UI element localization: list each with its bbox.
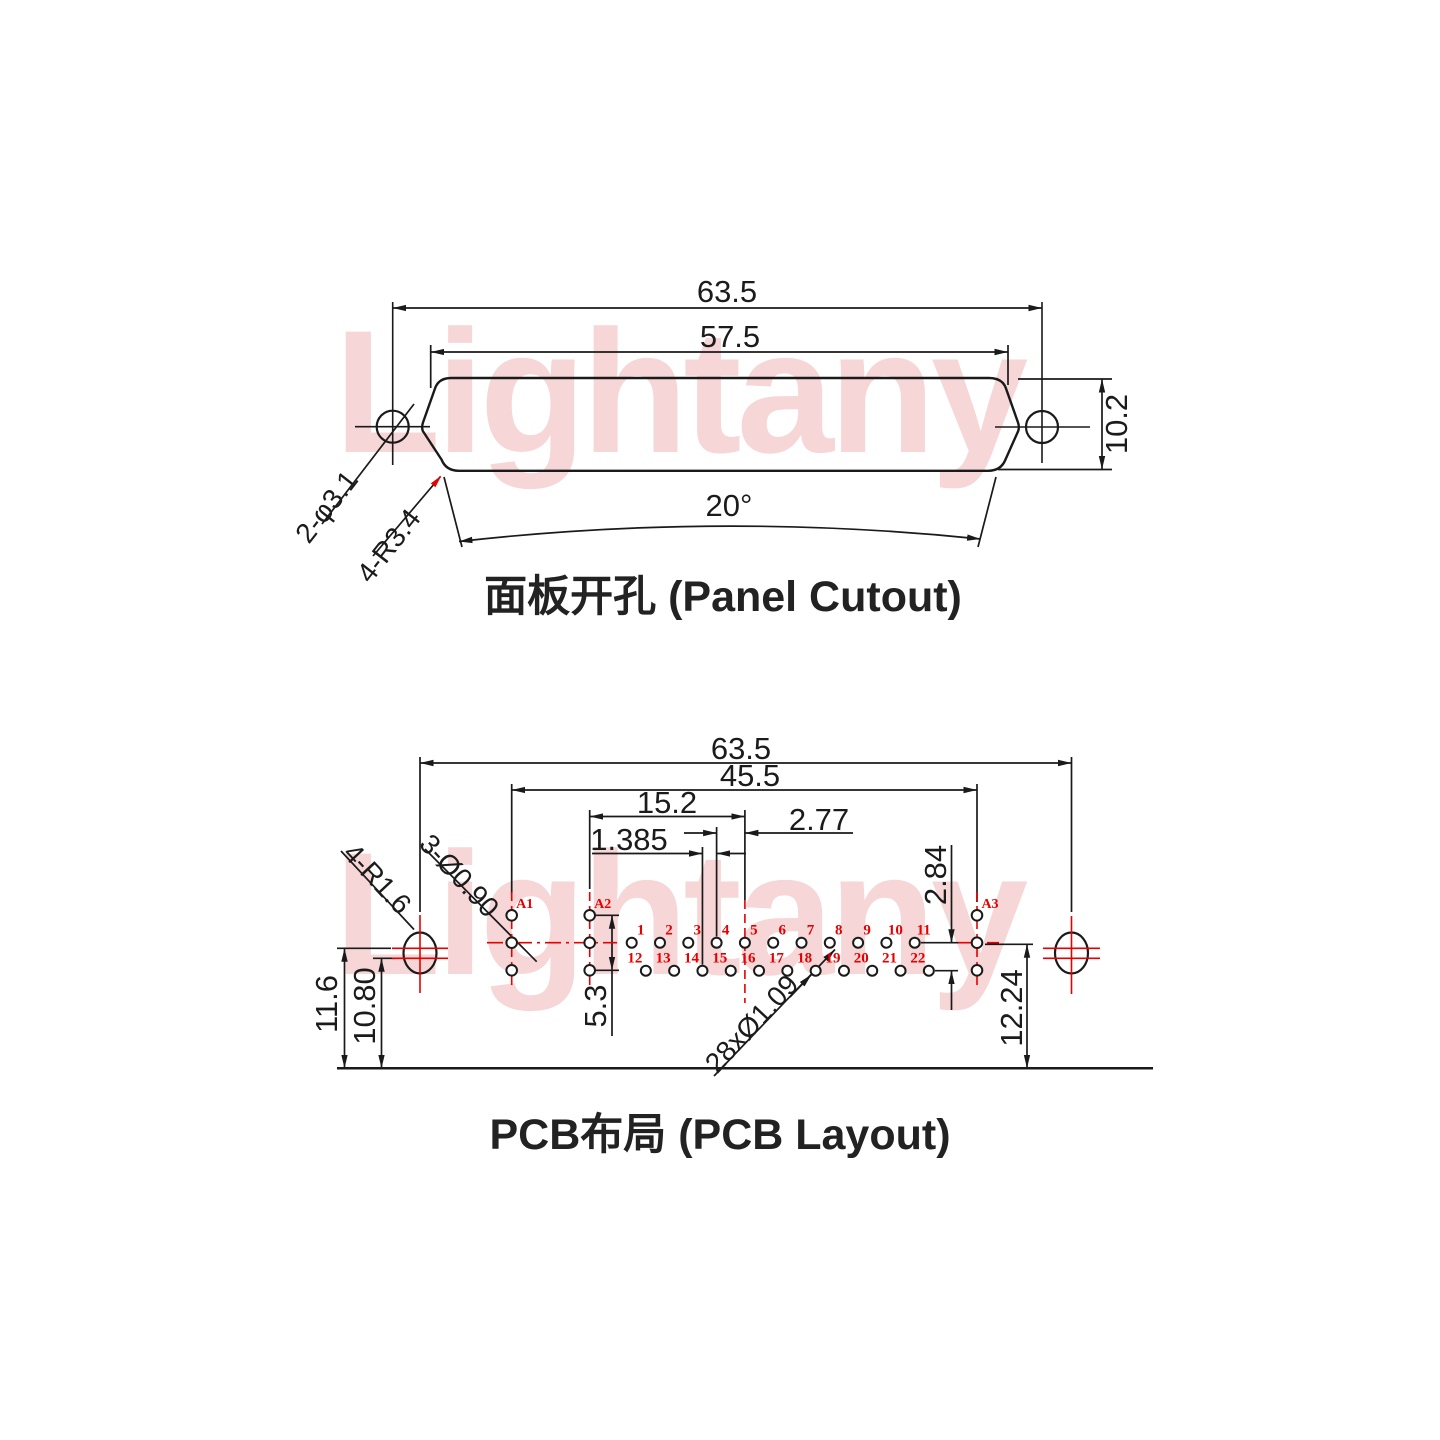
pin-hole bbox=[970, 936, 984, 950]
panel-cutout-outline bbox=[420, 376, 1021, 472]
dim-pcb-height-outer: 11.6 bbox=[309, 974, 344, 1034]
dim-pcb-pin-pitch: 2.77 bbox=[788, 802, 850, 837]
a-label: A1 bbox=[516, 896, 534, 912]
pin-label: 10 bbox=[887, 922, 903, 938]
pin-label: 9 bbox=[863, 922, 871, 938]
pin-label: 7 bbox=[806, 922, 815, 938]
dim-panel-cutout-height: 10.2 bbox=[1099, 393, 1134, 455]
pin-hole bbox=[505, 936, 519, 950]
pin-hole bbox=[866, 964, 879, 977]
pin-label: 15 bbox=[712, 950, 728, 966]
a-label: A2 bbox=[594, 896, 612, 912]
pin-label: 4 bbox=[721, 922, 730, 938]
panel-dimension-lines bbox=[321, 304, 1112, 557]
pin-label: 11 bbox=[916, 922, 931, 938]
pin-hole bbox=[767, 936, 780, 949]
pin-hole bbox=[668, 964, 681, 977]
pin-hole bbox=[710, 936, 723, 949]
pin-hole bbox=[505, 964, 519, 977]
panel-corner-leader-arrow bbox=[430, 475, 442, 488]
pin-hole bbox=[823, 936, 836, 949]
pin-label: 20 bbox=[853, 950, 869, 966]
pin-hole bbox=[781, 964, 794, 977]
pin-hole bbox=[625, 936, 638, 949]
dim-pcb-row-offset: 1.385 bbox=[590, 822, 668, 857]
dim-panel-outer-width: 63.5 bbox=[696, 274, 758, 309]
pin-hole bbox=[922, 964, 935, 977]
pin-hole bbox=[852, 936, 865, 949]
pin-label: 19 bbox=[825, 950, 841, 966]
pin-hole bbox=[753, 964, 766, 977]
pin-label: 8 bbox=[835, 922, 843, 938]
pin-hole bbox=[583, 936, 597, 950]
pin-hole bbox=[696, 964, 709, 977]
pin-hole bbox=[908, 936, 921, 949]
pin-label: 5 bbox=[750, 922, 758, 938]
pin-label: 16 bbox=[740, 950, 756, 966]
pin-hole bbox=[809, 964, 822, 977]
watermark-bottom: Lightany bbox=[334, 817, 1028, 1012]
pin-hole bbox=[795, 936, 808, 949]
dim-pcb-coax-span: 45.5 bbox=[719, 758, 781, 793]
pin-hole bbox=[837, 964, 850, 977]
pin-hole bbox=[894, 964, 907, 977]
dim-panel-taper-angle: 20° bbox=[705, 488, 753, 523]
pin-label: 6 bbox=[778, 922, 786, 938]
dim-pcb-outer-width: 63.5 bbox=[710, 731, 772, 766]
pin-label: 17 bbox=[768, 950, 784, 966]
pcb-extension-lines bbox=[419, 757, 1073, 965]
pin-hole bbox=[505, 909, 519, 922]
dim-pcb-height-inner: 10.80 bbox=[347, 967, 382, 1045]
pin-label: 2 bbox=[665, 922, 673, 938]
pin-hole bbox=[639, 964, 652, 977]
watermark-top: Lightany bbox=[334, 295, 1028, 490]
pin-hole bbox=[970, 964, 984, 977]
panel-crosshairs bbox=[355, 302, 1090, 465]
pin-hole bbox=[583, 964, 597, 977]
pin-label: 12 bbox=[627, 950, 643, 966]
pin-label: 14 bbox=[683, 950, 699, 966]
panel-cutout-title: 面板开孔 (Panel Cutout) bbox=[484, 573, 962, 621]
pcb-dimension-lines bbox=[337, 759, 1072, 1077]
pin-hole bbox=[654, 936, 666, 949]
pin-hole bbox=[970, 909, 984, 922]
pin-hole bbox=[682, 936, 695, 949]
dim-panel-cutout-width: 57.5 bbox=[699, 319, 761, 354]
dim-pcb-row-gap: 2.84 bbox=[918, 844, 953, 906]
pcb-layout-title: PCB布局 (PCB Layout) bbox=[489, 1111, 951, 1159]
pin-hole bbox=[583, 909, 597, 922]
pin-hole bbox=[738, 936, 751, 949]
a-label: A3 bbox=[981, 896, 999, 912]
pin-label: 21 bbox=[882, 950, 898, 966]
pin-label: 1 bbox=[636, 922, 645, 938]
pin-label: 13 bbox=[655, 950, 671, 966]
pin-label: 3 bbox=[693, 922, 702, 938]
dim-pcb-height-right: 12.24 bbox=[994, 969, 1029, 1047]
pin-hole bbox=[880, 936, 893, 949]
pin-hole bbox=[724, 964, 737, 977]
dim-pcb-row-span: 15.2 bbox=[636, 785, 698, 820]
pin-label: 18 bbox=[797, 950, 813, 966]
dim-pcb-coax-pin-span: 5.3 bbox=[578, 984, 613, 1028]
pin-label: 22 bbox=[910, 950, 926, 966]
